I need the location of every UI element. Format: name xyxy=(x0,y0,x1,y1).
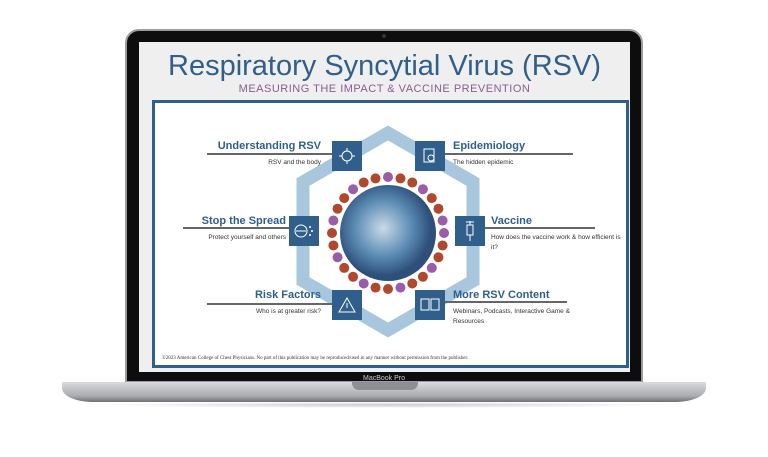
item-understanding-rsv[interactable]: Understanding RSV RSV and the body xyxy=(218,140,321,168)
divider xyxy=(207,303,335,305)
divider xyxy=(183,227,305,229)
virus-spike xyxy=(426,193,437,204)
virus-spike xyxy=(339,262,350,273)
virus-spike xyxy=(370,282,381,293)
virus-spike xyxy=(395,282,406,293)
device-label: MacBook Pro xyxy=(362,375,406,382)
virus-spike xyxy=(328,240,339,251)
item-title[interactable]: Understanding RSV xyxy=(217,140,321,152)
laptop-notch xyxy=(352,382,418,390)
virus-spike xyxy=(358,278,369,289)
virus-spike xyxy=(327,228,337,238)
virus-spike xyxy=(407,177,418,188)
camera xyxy=(382,34,386,38)
divider xyxy=(475,227,595,229)
virus-spike xyxy=(417,271,428,282)
item-title[interactable]: Epidemiology xyxy=(453,140,526,152)
item-desc: How does the vaccine work & how efficien… xyxy=(491,234,621,251)
virus-spike xyxy=(439,228,449,238)
divider xyxy=(207,153,335,155)
item-desc: The hidden epidemic xyxy=(453,159,514,166)
laptop-shadow xyxy=(90,402,680,408)
virus-spike xyxy=(370,173,381,184)
item-desc: Who is at greater risk? xyxy=(255,308,321,315)
virus-spike xyxy=(437,215,448,226)
virus-spike xyxy=(332,252,343,263)
virus-spike xyxy=(433,252,444,263)
virus-spike xyxy=(332,203,343,214)
page-subtitle: MEASURING THE IMPACT & VACCINE PREVENTIO… xyxy=(238,83,531,95)
divider xyxy=(445,153,573,155)
virus-spike xyxy=(426,262,437,273)
divider xyxy=(445,301,567,303)
mask-icon[interactable] xyxy=(289,216,319,246)
book-icon[interactable] xyxy=(415,290,445,320)
item-title[interactable]: More RSV Content xyxy=(453,289,550,301)
virus-spike xyxy=(383,172,393,182)
syringe-icon[interactable] xyxy=(455,216,485,246)
laptop-screen: Respiratory Syncytial Virus (RSV) MEASUR… xyxy=(139,42,630,372)
item-title[interactable]: Vaccine xyxy=(491,215,532,227)
document-search-icon[interactable] xyxy=(415,141,445,171)
virus-spike xyxy=(339,193,350,204)
laptop-base xyxy=(62,382,706,402)
item-title[interactable]: Risk Factors xyxy=(254,289,321,301)
item-desc: RSV and the body xyxy=(268,159,321,166)
copyright-text: ©2023 American College of Chest Physicia… xyxy=(162,356,469,361)
virus-spike xyxy=(348,271,359,282)
warning-icon[interactable] xyxy=(332,290,362,320)
item-desc: Protect yourself and others xyxy=(208,234,286,241)
virus-spike xyxy=(383,284,393,294)
virus-spike xyxy=(417,184,428,195)
virus-spike xyxy=(433,203,444,214)
virus-spike xyxy=(407,278,418,289)
virus-spike xyxy=(328,215,339,226)
virus-spike xyxy=(437,240,448,251)
virus-spike xyxy=(358,177,369,188)
virus-hexagon-graphic xyxy=(296,125,480,338)
virus-spike xyxy=(348,184,359,195)
virus-icon[interactable] xyxy=(332,141,362,171)
page-title: Respiratory Syncytial Virus (RSV) xyxy=(168,50,601,82)
virus-spike xyxy=(395,173,406,184)
item-desc: Webinars, Podcasts, Interactive Game & R… xyxy=(453,308,570,325)
item-title[interactable]: Stop the Spread xyxy=(201,215,286,227)
content-panel: Understanding RSV RSV and the body Epidem… xyxy=(152,100,629,368)
